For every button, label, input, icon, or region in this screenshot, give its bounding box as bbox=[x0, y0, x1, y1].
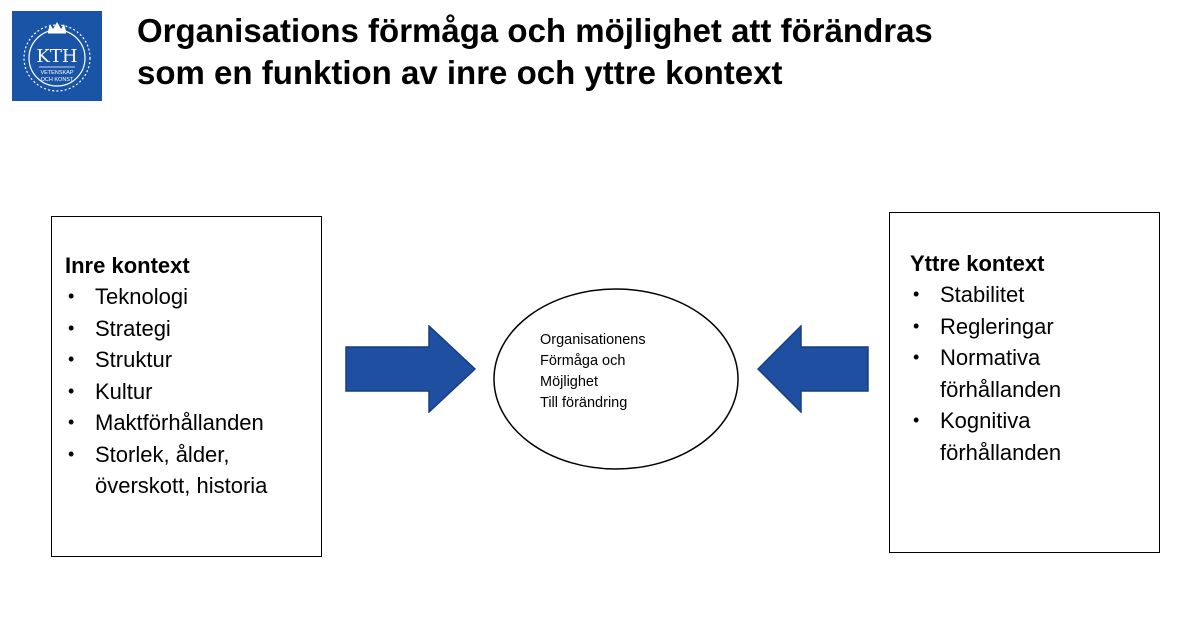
inner-context-list: •Teknologi •Strategi •Struktur •Kultur •… bbox=[65, 281, 315, 502]
list-item: •Maktförhållanden bbox=[65, 407, 315, 439]
left-arrow-icon bbox=[757, 325, 869, 413]
list-item: •Struktur bbox=[65, 344, 315, 376]
logo-text: KTH bbox=[36, 46, 77, 67]
list-item: •Regleringar bbox=[910, 311, 1140, 343]
center-label-line-3: Möjlighet bbox=[540, 374, 599, 390]
center-label: Organisationens Förmåga och Möjlighet Ti… bbox=[540, 330, 646, 414]
right-arrow-icon bbox=[345, 325, 477, 413]
logo-subtext-2: OCH KONST bbox=[41, 77, 74, 83]
list-item: •Storlek, ålder, överskott, historia bbox=[65, 439, 315, 502]
center-ellipse bbox=[493, 288, 739, 470]
list-item: •Strategi bbox=[65, 313, 315, 345]
bullet-icon: • bbox=[68, 412, 75, 432]
page-title: Organisations förmåga och möjlighet att … bbox=[137, 10, 1187, 94]
bullet-icon: • bbox=[913, 315, 920, 336]
outer-context-list: •Stabilitet •Regleringar •Normativa förh… bbox=[910, 279, 1140, 468]
page-title-line-1: Organisations förmåga och möjlighet att … bbox=[137, 12, 933, 49]
list-item: •Stabilitet bbox=[910, 279, 1140, 311]
outer-context-box: Yttre kontext •Stabilitet •Regleringar •… bbox=[889, 212, 1160, 553]
kth-logo: KTH VETENSKAP OCH KONST bbox=[12, 11, 102, 101]
bullet-icon: • bbox=[68, 286, 75, 306]
bullet-icon: • bbox=[68, 380, 75, 401]
list-item: •Kultur bbox=[65, 376, 315, 408]
list-item: •Teknologi bbox=[65, 281, 315, 313]
bullet-icon: • bbox=[68, 349, 75, 369]
center-label-line-1: Organisationens bbox=[540, 332, 646, 348]
bullet-icon: • bbox=[913, 410, 920, 430]
outer-context-heading: Yttre kontext bbox=[910, 251, 1045, 276]
logo-subtext-1: VETENSKAP bbox=[40, 70, 73, 76]
list-item: •Normativa förhållanden bbox=[910, 342, 1140, 405]
bullet-icon: • bbox=[913, 284, 920, 304]
bullet-icon: • bbox=[68, 317, 75, 338]
bullet-icon: • bbox=[68, 443, 75, 464]
inner-context-box: Inre kontext •Teknologi •Strategi •Struk… bbox=[51, 216, 322, 557]
crown-icon bbox=[48, 22, 66, 34]
center-label-line-4: Till förändring bbox=[540, 395, 628, 411]
bullet-icon: • bbox=[913, 347, 920, 367]
page-title-line-2: som en funktion av inre och yttre kontex… bbox=[137, 54, 783, 91]
list-item: •Kognitiva förhållanden bbox=[910, 405, 1140, 468]
center-label-line-2: Förmåga och bbox=[540, 353, 626, 369]
inner-context-heading: Inre kontext bbox=[65, 253, 190, 278]
